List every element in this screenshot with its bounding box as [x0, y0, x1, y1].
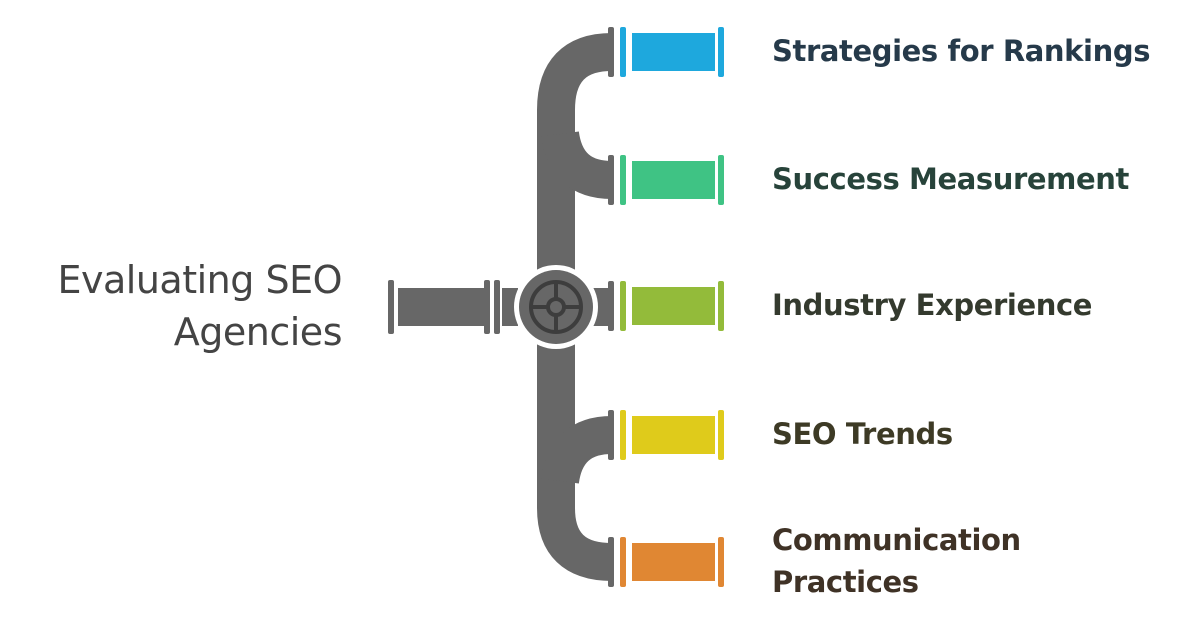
branch-label-line: SEO Trends: [772, 417, 953, 451]
outlet-collar: [620, 155, 626, 205]
outlet-collar: [620, 281, 626, 331]
branch-label-line: Industry Experience: [772, 288, 1093, 322]
outlet-end-flange: [718, 27, 724, 77]
inlet-flange: [388, 280, 394, 334]
outlet-pipe: [632, 287, 715, 325]
branch-label-3: Industry Experience: [772, 284, 1182, 326]
branch-outlet-4-icon: [608, 410, 724, 460]
valve-wheel-icon: [514, 265, 598, 349]
outlet-pipe: [632, 416, 715, 454]
outlet-end-flange: [718, 537, 724, 587]
outlet-end-flange: [718, 410, 724, 460]
branch-elbow: [541, 416, 613, 485]
branch-label-4: SEO Trends: [772, 413, 1182, 455]
branch-label-line: Success Measurement: [772, 162, 1129, 196]
inlet-flange: [494, 280, 500, 334]
title-line-2: Agencies: [173, 310, 343, 354]
outlet-collar: [620, 410, 626, 460]
diagram-title: Evaluating SEO Agencies: [20, 254, 343, 358]
outlet-flange: [608, 410, 614, 460]
outlet-pipe: [632, 161, 715, 199]
outlet-collar: [620, 537, 626, 587]
branch-outlet-5-icon: [608, 537, 724, 587]
branch-label-line: Communication: [772, 523, 1021, 557]
branch-label-2: Success Measurement: [772, 158, 1182, 200]
outlet-flange: [608, 281, 614, 331]
outlet-flange: [608, 27, 614, 77]
inlet-flange: [484, 280, 490, 334]
outlet-collar: [620, 27, 626, 77]
branch-label-line: Practices: [772, 565, 919, 599]
branch-label-1: Strategies for Rankings: [772, 30, 1182, 72]
trunk-pipe: [537, 33, 613, 581]
branch-outlet-2-icon: [608, 155, 724, 205]
inlet-pipe: [388, 280, 518, 334]
branch-outlet-3-icon: [608, 281, 724, 331]
inlet-neck: [502, 288, 518, 326]
outlet-flange: [608, 537, 614, 587]
outlet-pipe: [632, 33, 715, 71]
inlet-body: [398, 288, 488, 326]
outlet-end-flange: [718, 281, 724, 331]
outlet-flange: [608, 155, 614, 205]
outlet-segments: [608, 27, 724, 587]
outlet-end-flange: [718, 155, 724, 205]
pipe-network: [537, 33, 614, 581]
branch-outlet-1-icon: [608, 27, 724, 77]
title-line-1: Evaluating SEO: [57, 258, 343, 302]
branch-elbow: [541, 130, 613, 199]
outlet-pipe: [632, 543, 715, 581]
branch-label-line: Strategies for Rankings: [772, 34, 1151, 68]
